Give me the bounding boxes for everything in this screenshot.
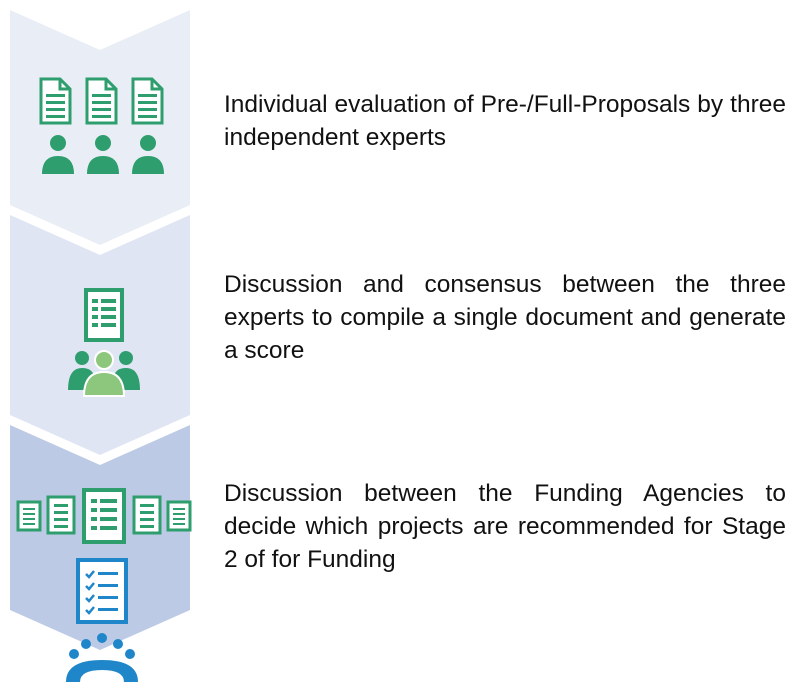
documents-row-lines	[23, 499, 185, 530]
step-2-icons	[66, 288, 146, 405]
meeting-icon	[66, 633, 138, 682]
document-icon	[85, 77, 118, 125]
step-2-text: Discussion and consensus between the thr…	[224, 271, 786, 364]
step-1-icons	[38, 76, 168, 186]
group-icon	[68, 350, 140, 397]
checklist-icon	[76, 558, 128, 624]
person-icon	[132, 135, 164, 174]
document-icon	[84, 288, 124, 342]
step-3-text: Discussion between the Funding Agencies …	[224, 480, 786, 573]
step-1-text: Individual evaluation of Pre-/Full-Propo…	[224, 91, 786, 151]
step-1-chevron	[10, 10, 190, 245]
document-icon	[39, 77, 72, 125]
document-icon	[131, 77, 164, 125]
documents-row-icon	[16, 488, 192, 544]
person-icon	[42, 135, 74, 174]
step-3-icons	[16, 488, 192, 689]
person-icon	[87, 135, 119, 174]
